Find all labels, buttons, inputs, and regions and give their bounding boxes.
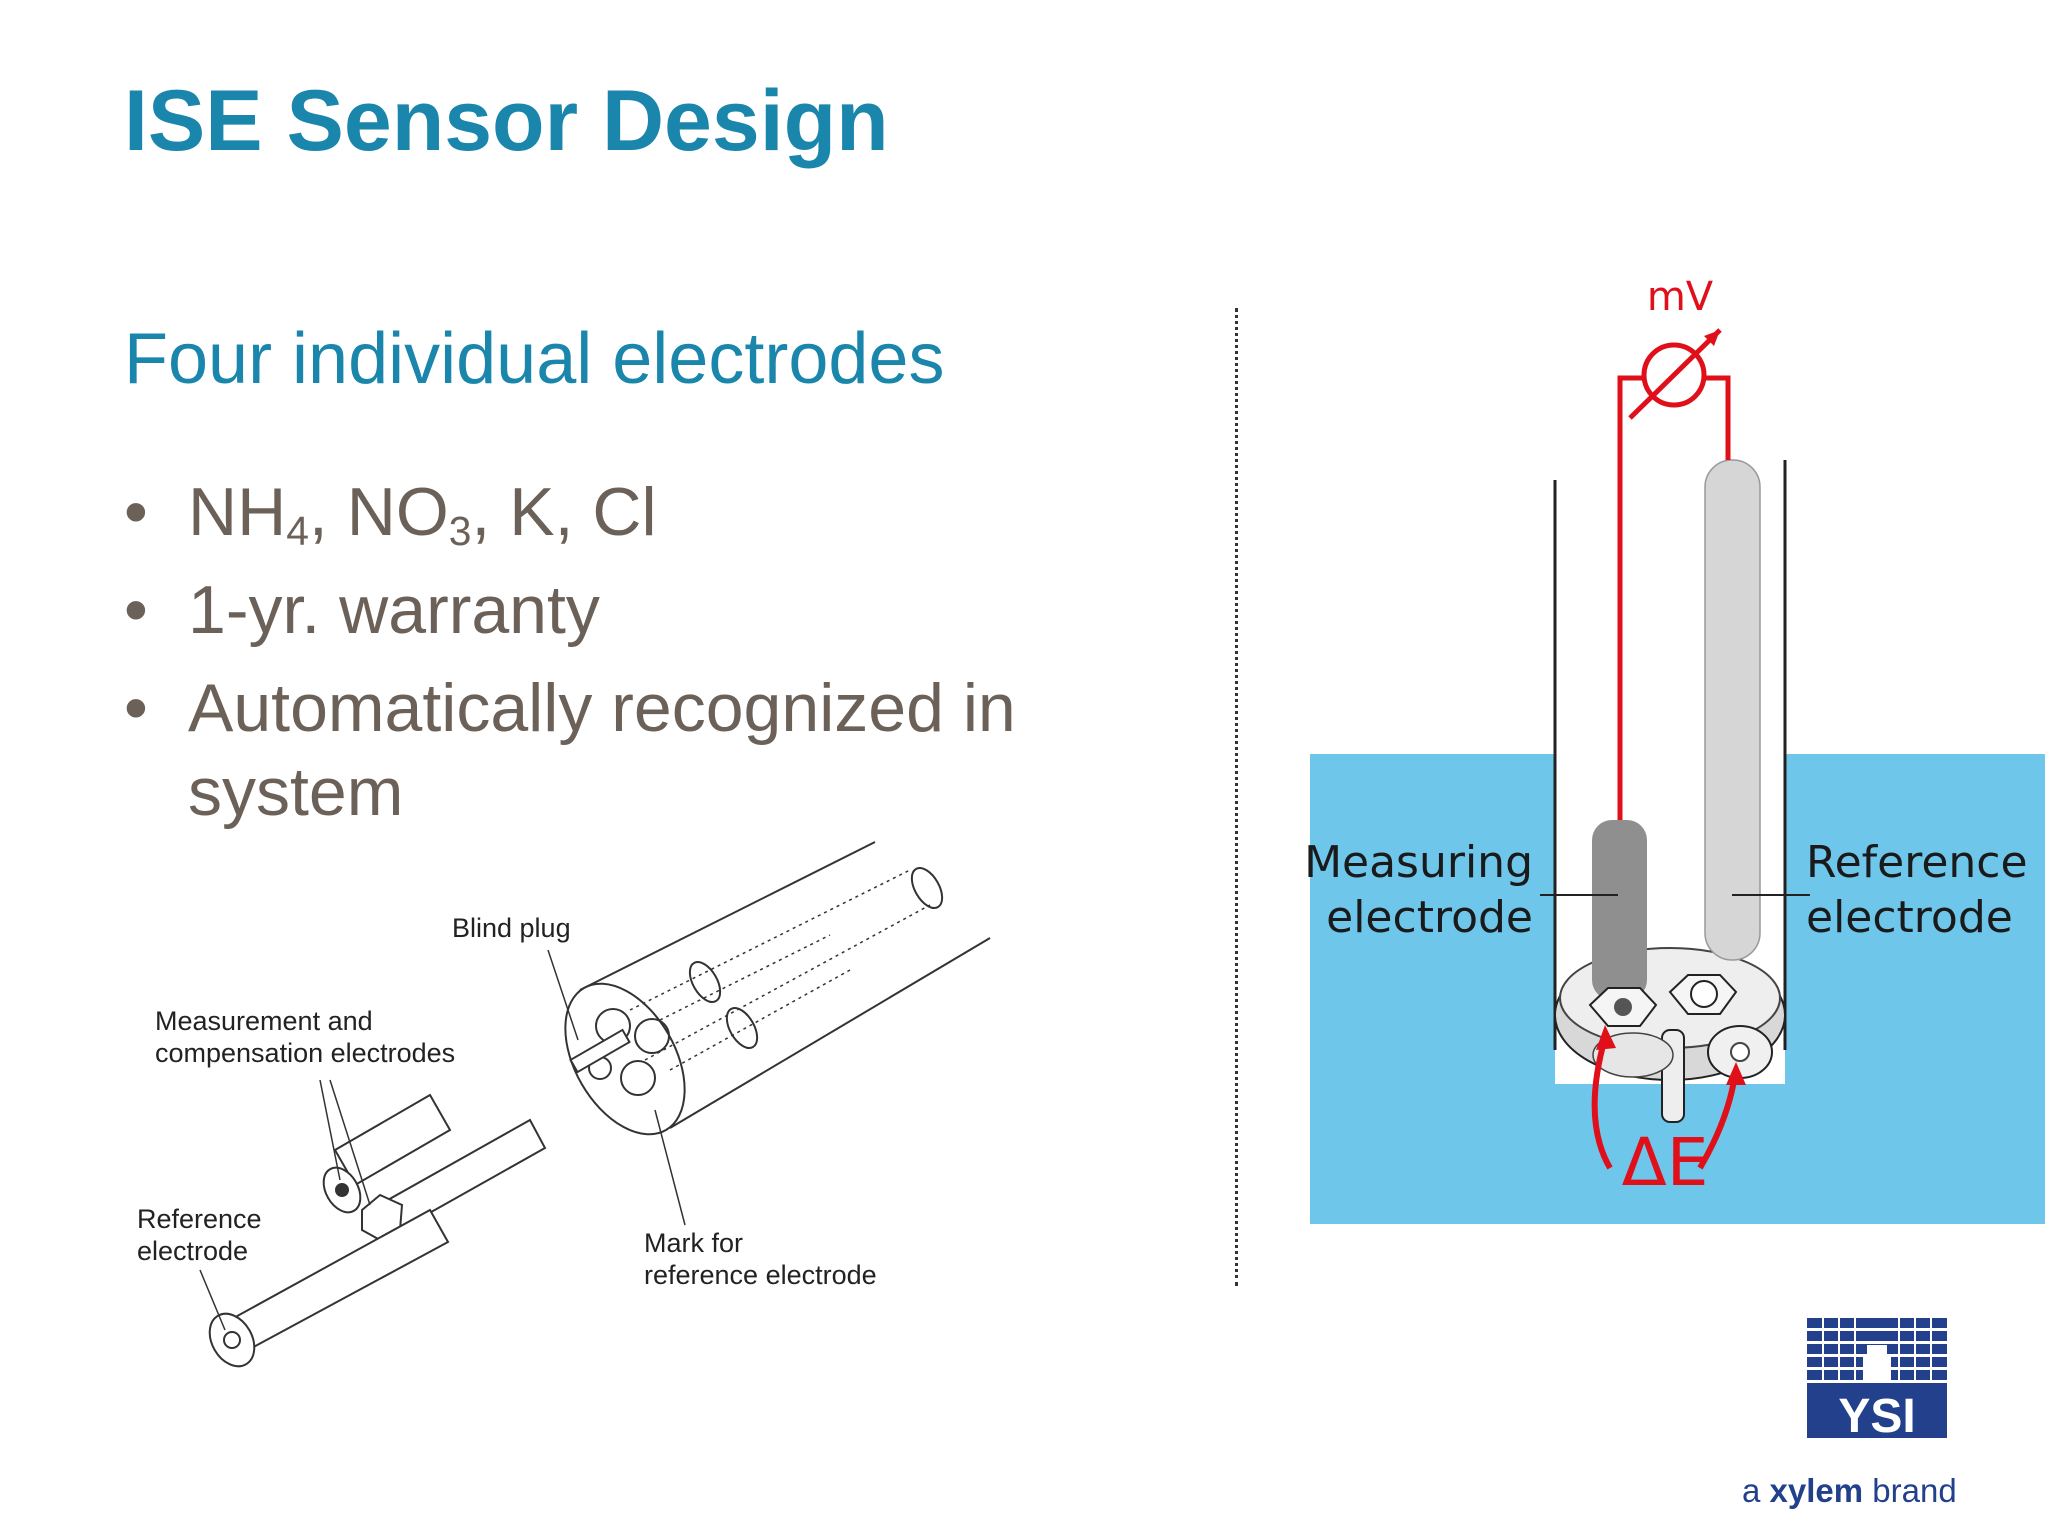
logo-tagline: a xylem brand (1742, 1472, 1957, 1510)
ion-k-cl: , K, Cl (471, 474, 657, 550)
label-mark-reference: Mark for reference electrode (644, 1228, 877, 1290)
face-hole (634, 1018, 670, 1054)
label-reference-electrode-left: Reference electrode (137, 1204, 262, 1266)
measuring-tip (1614, 998, 1632, 1016)
tagline-xylem: xylem (1769, 1472, 1864, 1509)
measurement-electrode-body (333, 1093, 452, 1187)
reference-rod (1704, 459, 1761, 961)
bullet-dot: • (124, 474, 148, 550)
body-bottom-edge (669, 937, 991, 1129)
measurement-electrode-tip (335, 1183, 349, 1197)
bore-end (910, 867, 944, 909)
tagline-brand: brand (1863, 1472, 1957, 1509)
signal-wire-right (1703, 375, 1731, 460)
face-hole (620, 1060, 656, 1096)
bullet-list: • NH4, NO3, K, Cl • 1-yr. warranty • Aut… (124, 470, 1148, 848)
measuring-label-line2: electrode (1326, 892, 1533, 943)
tagline-a: a (1742, 1472, 1770, 1509)
delta-e-arrow-left (1591, 1037, 1613, 1170)
slide-title: ISE Sensor Design (124, 73, 889, 169)
ion-no: , NO (308, 474, 449, 550)
reference-electrode-body (228, 1208, 450, 1352)
blind-plug (569, 1028, 631, 1074)
exploded-sensor-diagram (199, 841, 991, 1368)
reference-label-line1: Reference (1806, 837, 2028, 888)
bullet-ions: • NH4, NO3, K, Cl (124, 470, 1148, 554)
mv-label: mV (1647, 274, 1714, 320)
bullet-warranty: • 1-yr. warranty (124, 568, 1148, 652)
bore-end (725, 1007, 759, 1049)
bullet-dot: • (124, 670, 148, 746)
measuring-label-line1: Measuring (1304, 837, 1533, 888)
body-end-face (564, 982, 686, 1136)
bullet-recognized-text: Automatically recognized in system (188, 670, 1016, 830)
ion-no-subscript: 3 (448, 508, 472, 555)
divider (1235, 308, 1238, 1286)
ion-nh-subscript: 4 (286, 508, 309, 555)
ion-nh: NH (188, 474, 287, 550)
label-measurement-electrodes: Measurement and compensation electrodes (155, 1006, 456, 1068)
delta-e-label: ΔE (1622, 1124, 1709, 1201)
reference-electrode-tip (223, 1331, 241, 1349)
ysi-logo: YSI (1807, 1318, 1947, 1443)
subtitle: Four individual electrodes (124, 319, 945, 399)
reference-label-line2: electrode (1806, 892, 2013, 943)
bullet-dot: • (124, 572, 148, 648)
label-blind-plug: Blind plug (452, 913, 571, 943)
measurement-principle-diagram: mV Measuring electrode Reference electro… (1304, 274, 2045, 1224)
body-top-edge (579, 841, 876, 991)
bullet-recognized: • Automatically recognized in system (124, 666, 1148, 834)
signal-wire-left (1617, 375, 1645, 820)
reference-electrode-cap (208, 1312, 256, 1368)
bore-end (688, 961, 722, 1003)
bullet-warranty-text: 1-yr. warranty (188, 572, 600, 648)
logo-brand-text: YSI (1838, 1390, 1915, 1443)
measuring-rod (1592, 820, 1647, 1000)
